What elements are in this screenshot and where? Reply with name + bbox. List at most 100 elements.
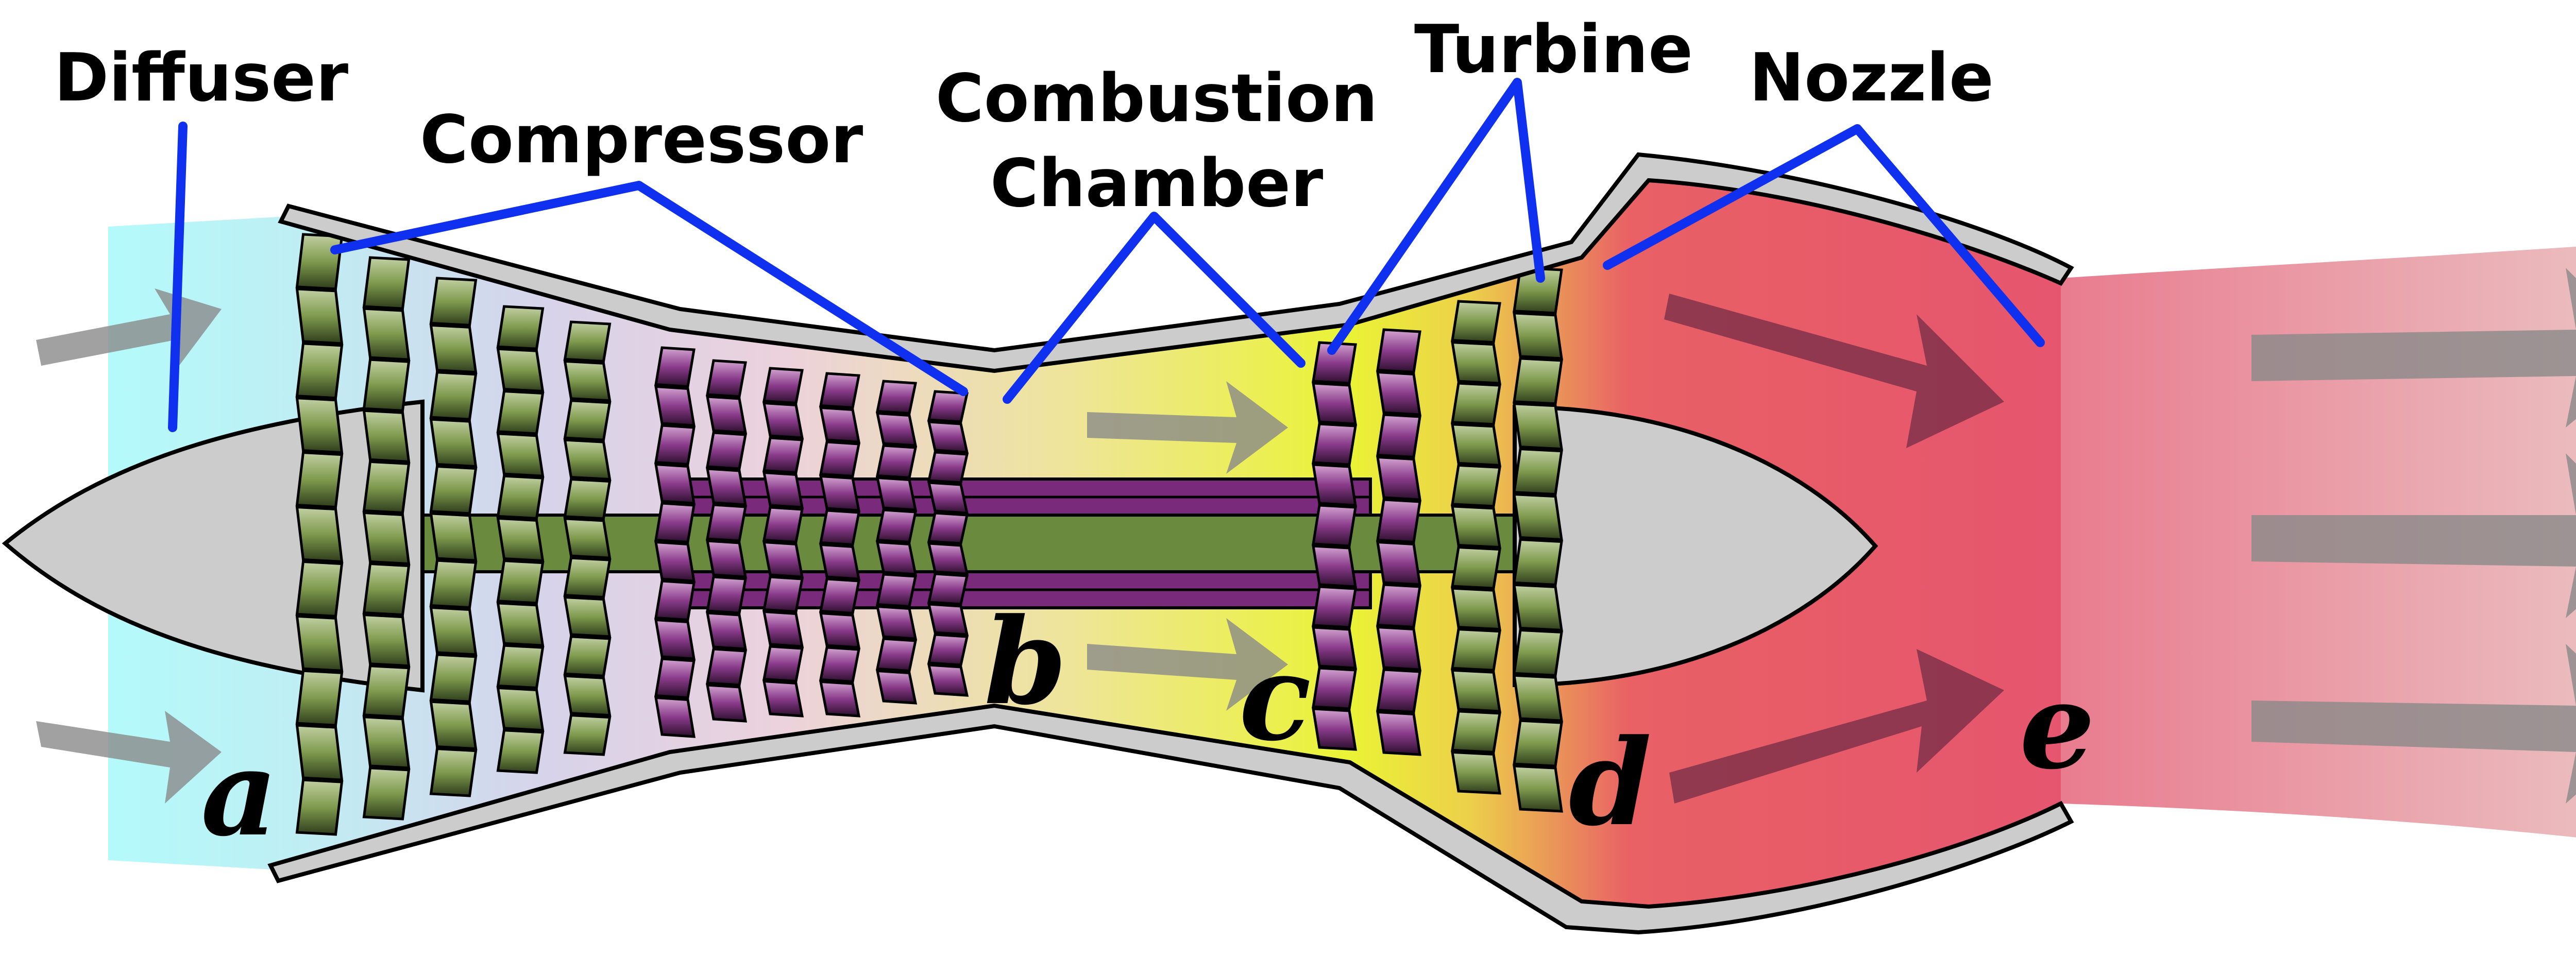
turbine-blade-high (1376, 413, 1421, 459)
compressor-blade-low (295, 724, 344, 781)
compressor-blade-high (819, 611, 861, 649)
flow-arrow-exhaust-1 (2251, 268, 2576, 428)
compressor-blade-low (295, 233, 344, 291)
compressor-blade-high (706, 575, 747, 614)
compressor-blade-low (563, 556, 612, 599)
compressor-blade-high (819, 406, 861, 443)
flow-arrow-inlet-bottom (36, 711, 222, 804)
turbine-blade-low (1451, 382, 1501, 426)
compressor-blade-high (706, 431, 747, 470)
turbine-blade-low (1451, 505, 1501, 549)
compressor-blade-low (496, 432, 545, 477)
compressor-blade-high (927, 542, 969, 575)
compressor-blade-low (295, 451, 344, 509)
station-c: c (1239, 628, 1311, 767)
compressor-blade-high (927, 390, 969, 423)
flow-arrow-nozzle-bottom (1669, 649, 2004, 804)
turbine-blade-high (1376, 710, 1421, 756)
compressor-blade-high (819, 372, 860, 409)
compressor-blade-low (563, 477, 612, 520)
turbine-blade-low (1451, 340, 1501, 385)
compressor-blade-high (762, 367, 804, 405)
compressor-blade-low (362, 613, 411, 668)
label-nozzle: Nozzle (1749, 40, 1994, 116)
turbine-blade-high (1376, 668, 1421, 714)
compressor-blade-high (654, 657, 696, 699)
turbine-blade-low (1451, 423, 1501, 467)
turbine-blade-low (1451, 587, 1501, 631)
turbine-blade-low (1513, 402, 1563, 451)
compressor-blade-low (429, 465, 478, 515)
inlet-spinner (2, 399, 425, 693)
turbine-blade-high (1312, 504, 1357, 548)
leader-line-combustion (1003, 212, 1306, 404)
compressor-blade-high (927, 420, 969, 454)
compressor-blade-high (875, 476, 918, 511)
compressor-blade-high (762, 471, 804, 509)
turbine-blade-low (1451, 300, 1501, 344)
compressor-blade-low (295, 397, 344, 454)
compressor-blade-high (875, 380, 918, 415)
compressor-blade-high (875, 540, 918, 576)
flow-arrow-exhaust-3 (2251, 644, 2576, 804)
turbine-blade-low (1451, 750, 1501, 795)
turbine-blade-high (1312, 341, 1357, 385)
compressor-blade-low (429, 371, 478, 421)
compressor-blade-low (563, 360, 612, 402)
label-turbine: Turbine (1414, 11, 1693, 88)
compressor-blade-low (295, 614, 344, 672)
compressor-blades-high (654, 346, 969, 738)
turbine-blade-high (1376, 455, 1421, 501)
compressor-blade-high (654, 540, 696, 583)
label-combustion-line2: Chamber (990, 145, 1323, 222)
compressor-blade-low (429, 559, 478, 609)
compressor-blade-high (819, 474, 861, 512)
turbine-blade-low (1451, 669, 1501, 713)
leader-line-turbine (1327, 78, 1545, 355)
leader-lines (168, 78, 2045, 432)
compressor-blade-low (295, 778, 344, 836)
compressor-blade-high (819, 646, 860, 684)
compressor-blade-high (819, 577, 860, 615)
compressor-blade-low (496, 559, 545, 605)
turbine-blade-low (1513, 492, 1563, 541)
compressor-blade-low (496, 305, 545, 350)
compressor-blade-high (819, 680, 861, 718)
turbine-blade-high (1312, 544, 1357, 588)
turbine-blade-high (1376, 540, 1421, 586)
compressor-blade-high (927, 572, 969, 606)
compressor-blade-high (705, 611, 748, 651)
flow-arrow-nozzle-top (1664, 294, 2004, 448)
compressor-blade-high (927, 451, 969, 484)
compressor-blade-low (496, 644, 545, 690)
compressor-blade-low (496, 686, 545, 732)
turbine-blade-high (1312, 422, 1357, 466)
compressor-blade-high (819, 440, 860, 478)
compressor-blade-low (429, 323, 478, 374)
turbine-blade-low (1451, 628, 1501, 672)
compressor-blade-low (563, 635, 612, 677)
tail-cone (1513, 404, 1878, 688)
turbine-blade-low (1513, 583, 1563, 631)
compressor-blade-low (496, 517, 545, 562)
compressor-blade-high (654, 346, 696, 388)
turbine-blade-high (1376, 625, 1421, 671)
compressor-blade-low (362, 358, 411, 412)
compressor-blade-low (295, 342, 344, 400)
label-compressor: Compressor (420, 101, 863, 178)
station-d: d (1569, 713, 1652, 852)
compressor-blade-low (295, 669, 344, 727)
turbine-blade-high (1312, 463, 1357, 507)
compressor-blade-low (563, 399, 612, 441)
flow-arrow-exhaust-2 (2251, 453, 2576, 618)
station-a: a (201, 724, 278, 863)
turbine-blade-high (1312, 667, 1357, 710)
compressor-blade-low (295, 560, 344, 618)
compressor-blade-high (875, 508, 918, 544)
turbine-blade-low (1513, 312, 1563, 360)
compressor-blade-high (654, 424, 696, 466)
compressor-blade-high (762, 506, 804, 544)
compressor-blade-high (762, 401, 804, 439)
compressor-blade-high (706, 647, 747, 687)
compressor-blade-high (819, 509, 860, 547)
